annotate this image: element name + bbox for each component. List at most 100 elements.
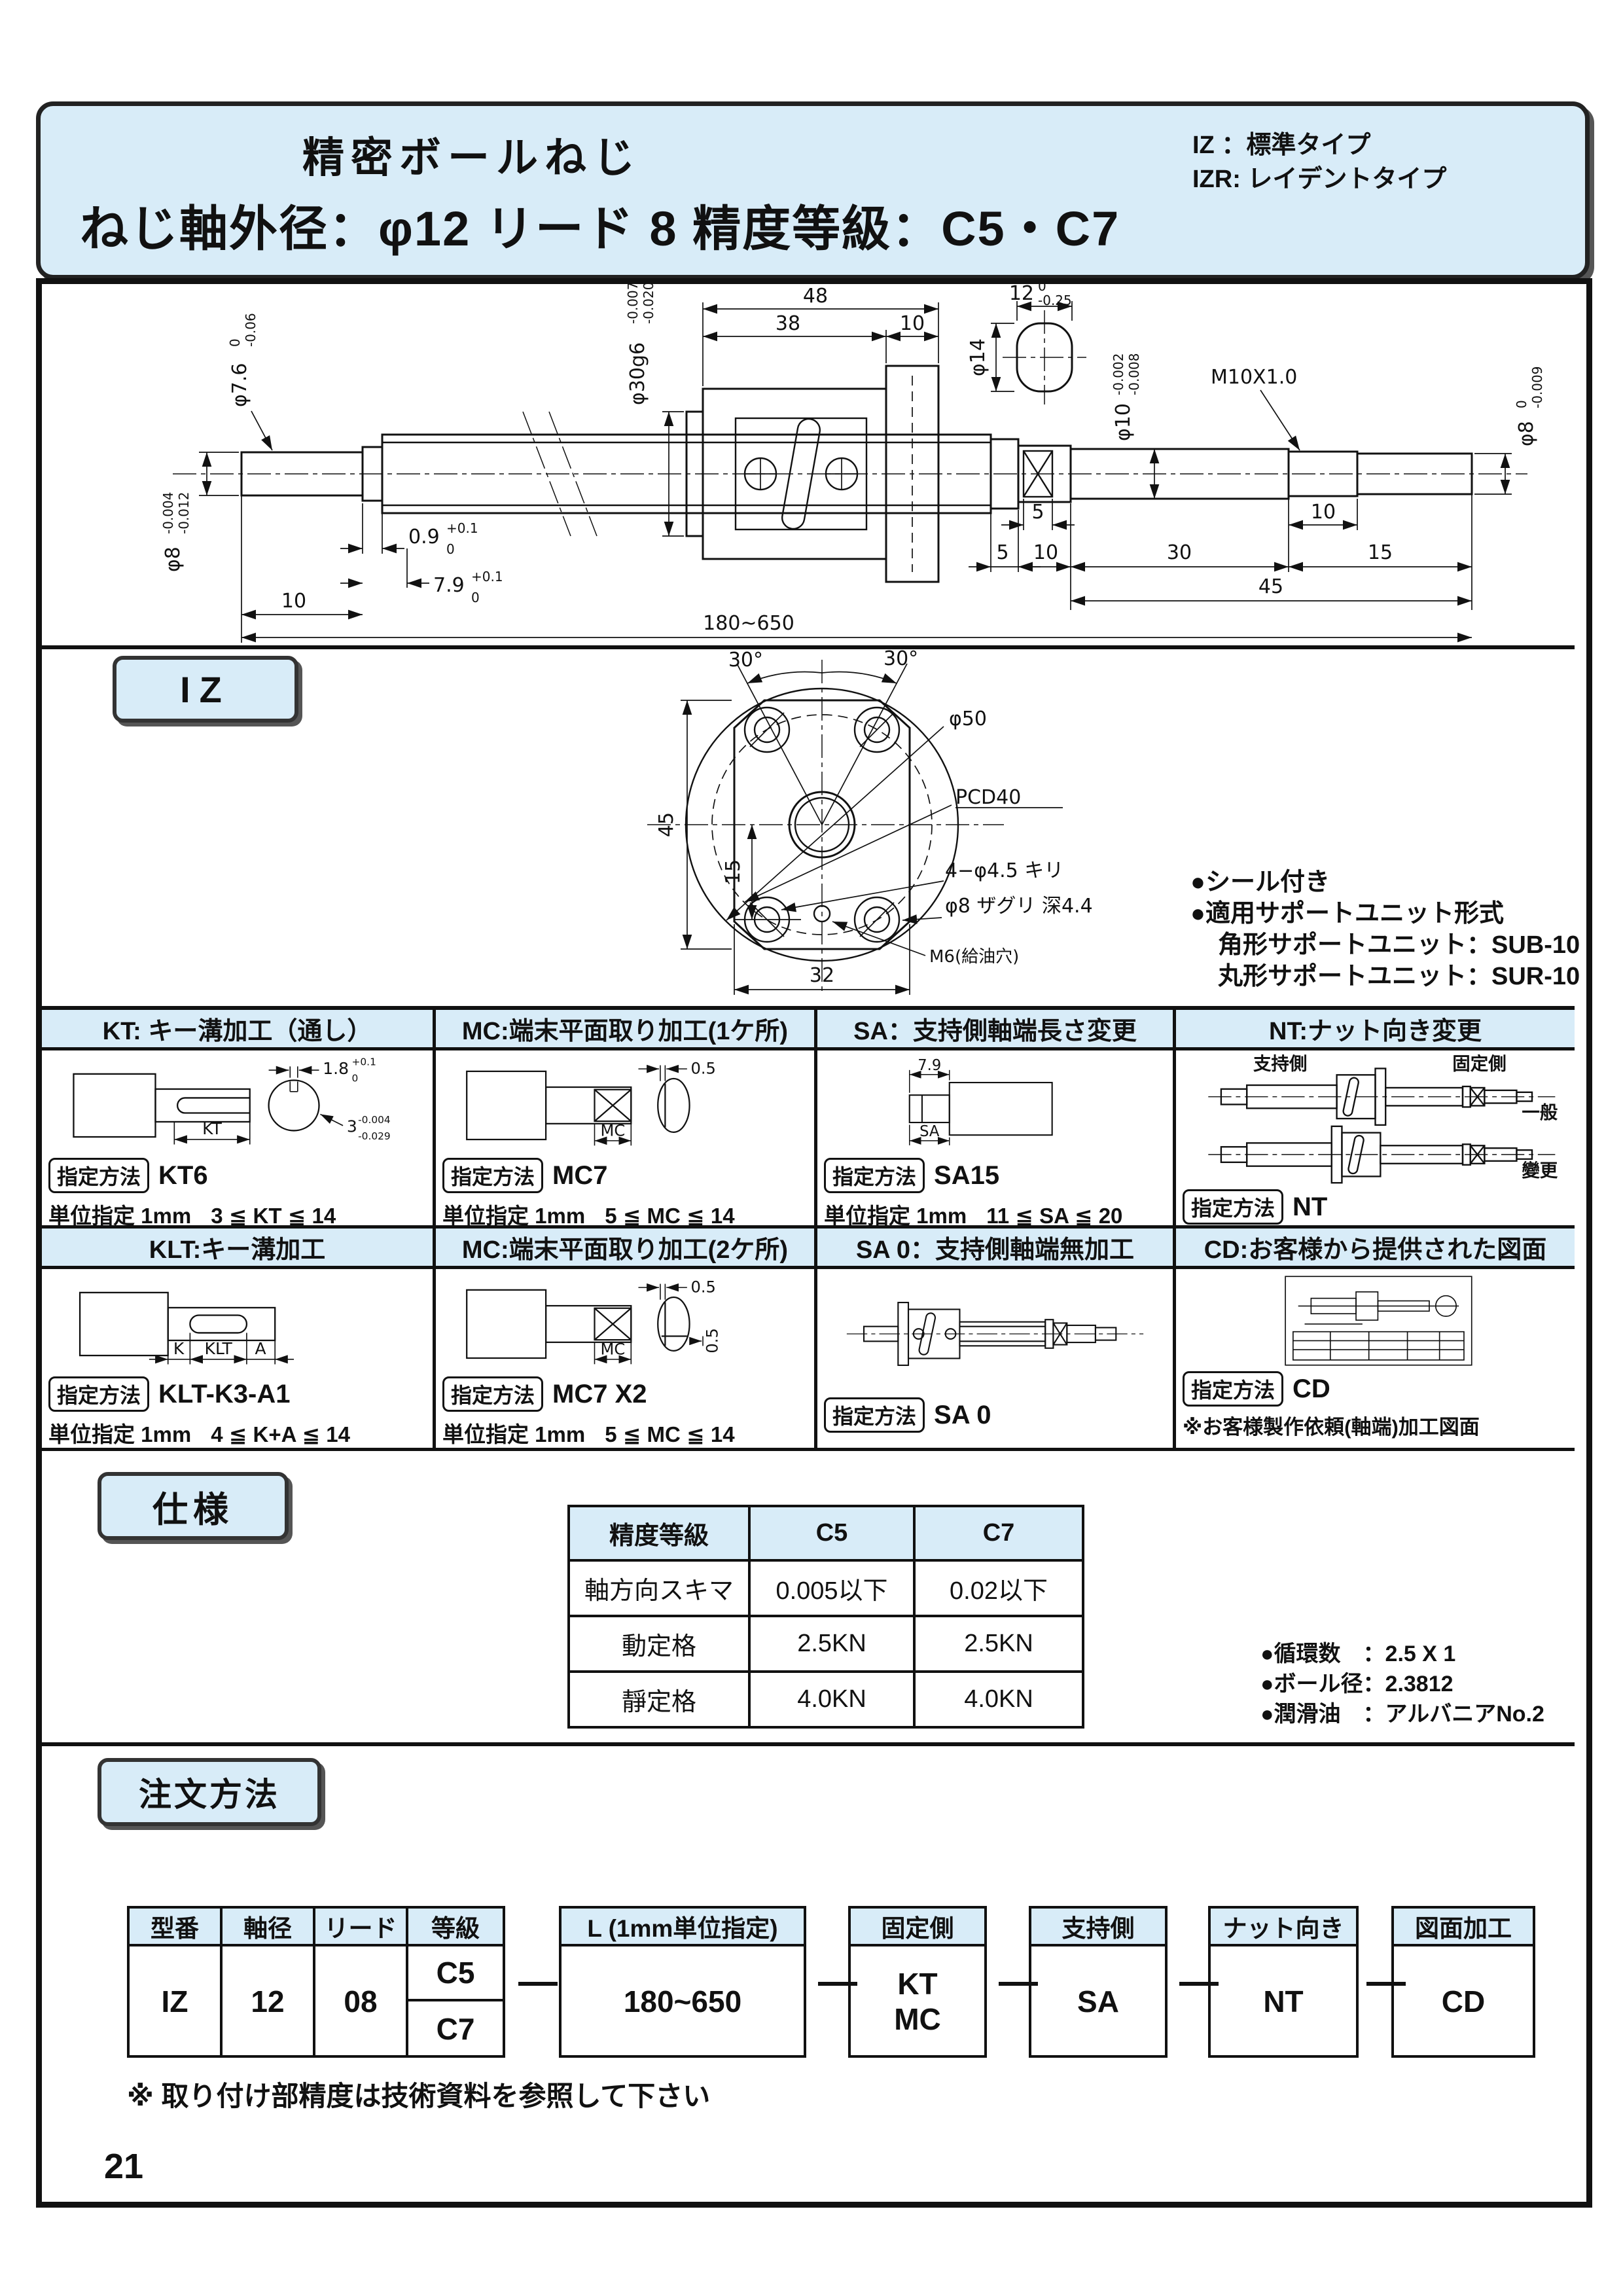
option-mc2-range: 5 ≦ MC ≦ 14 xyxy=(605,1422,735,1446)
order-group-fixed: 固定側 KT MC xyxy=(848,1906,987,2058)
option-sa-title: SA：支持側軸端長さ変更 xyxy=(817,1010,1173,1050)
svg-text:0: 0 xyxy=(227,338,243,347)
option-cell-nt: NT:ナット向き変更 支持側 固定側 一般 xyxy=(1176,1006,1575,1229)
option-sa-range: 11 ≦ SA ≦ 20 xyxy=(986,1204,1123,1228)
order-separator: — xyxy=(1366,1959,1406,2003)
svg-text:SA: SA xyxy=(919,1123,940,1140)
order-separator: — xyxy=(1179,1959,1219,2003)
spec-row-label: 靜定格 xyxy=(567,1670,751,1729)
ballscrew-side-drawing: 12 0 -0.25 φ14 φ7.6 0 -0.06 φ8 -0.004 -0… xyxy=(160,284,1545,643)
dim-phi30g6: φ30g6 xyxy=(626,342,649,405)
option-sa0-spec: SA 0 xyxy=(934,1400,991,1429)
page-number: 21 xyxy=(104,2147,144,2186)
order-v-kt: KT xyxy=(897,1967,938,2001)
label-holes-1: 4−φ4.5 キリ xyxy=(945,859,1063,882)
dim-79: 7.9 xyxy=(433,574,465,597)
option-klt-title: KLT:キー溝加工 xyxy=(42,1229,433,1269)
order-h-nut: ナット向き xyxy=(1211,1909,1356,1946)
dim-38: 38 xyxy=(776,312,800,335)
label-koteiside: 固定側 xyxy=(1452,1053,1506,1074)
option-nt-drawing: 支持側 固定側 一般 xyxy=(1208,1053,1558,1184)
svg-text:-0.25: -0.25 xyxy=(1038,293,1072,308)
option-cd-drawing xyxy=(1285,1276,1472,1366)
svg-text:-0.012: -0.012 xyxy=(176,492,192,534)
label-m10: M10X1.0 xyxy=(1211,366,1297,389)
svg-text:0: 0 xyxy=(471,590,480,605)
option-cell-cd: CD:お客様から提供された図面 xyxy=(1176,1229,1575,1451)
order-v-mc: MC xyxy=(894,2002,941,2036)
svg-text:-0.007: -0.007 xyxy=(625,284,641,324)
svg-text:-0.008: -0.008 xyxy=(1126,353,1142,395)
svg-text:MC: MC xyxy=(601,1121,626,1139)
svg-text:-0.06: -0.06 xyxy=(243,313,259,347)
label-ippan: 一般 xyxy=(1522,1102,1558,1123)
svg-text:3: 3 xyxy=(347,1117,357,1136)
dim-seg30: 30 xyxy=(1167,541,1192,564)
spec-badge: 仕様 xyxy=(98,1472,289,1540)
option-mc1-spec: MC7 xyxy=(552,1160,608,1190)
bullet-ball-dia: ●ボール径：2.3812 xyxy=(1260,1672,1454,1696)
order-v-cd: CD xyxy=(1441,1984,1486,2018)
option-mc2-title: MC:端末平面取り加工(2ケ所) xyxy=(436,1229,814,1269)
option-mc2-spec: MC7 X2 xyxy=(552,1379,647,1408)
dim-30deg-left: 30° xyxy=(728,649,763,672)
order-v-sa: SA xyxy=(1077,1984,1119,2018)
dim-32: 32 xyxy=(810,964,834,987)
dim-seg15: 15 xyxy=(1368,541,1393,564)
option-mc2-drawing: 0.5 0.5 MC xyxy=(466,1278,721,1365)
type-note-iz: IZ ：標準タイプ xyxy=(1192,132,1371,159)
option-mc1-drawing: 0.5 MC xyxy=(466,1060,716,1146)
svg-text:-0.004: -0.004 xyxy=(160,492,176,534)
spec-col-c5: C5 xyxy=(748,1505,916,1562)
dim-10-left: 10 xyxy=(281,590,306,613)
svg-text:+0.1: +0.1 xyxy=(352,1056,376,1067)
option-nt-title: NT:ナット向き変更 xyxy=(1176,1010,1575,1050)
order-h-model: 型番 xyxy=(130,1909,220,1946)
order-note: ※ 取り付け部精度は技術資料を参照して下さい xyxy=(127,2081,711,2111)
order-h-lead: リード xyxy=(315,1909,406,1946)
svg-text:7.9: 7.9 xyxy=(918,1057,941,1074)
order-h-dia: 軸径 xyxy=(223,1909,313,1946)
order-v-model: IZ xyxy=(161,1984,188,2018)
option-cell-kt: KT: キー溝加工（通し） 1.8 +0.1 0 3 xyxy=(42,1006,436,1229)
dim-phi14: φ14 xyxy=(967,338,990,376)
note-sur10: 丸形サポートユニット：SUR-10 xyxy=(1218,963,1580,990)
option-kt-title: KT: キー溝加工（通し） xyxy=(42,1010,433,1050)
svg-text:-0.029: -0.029 xyxy=(358,1130,391,1142)
svg-text:-0.020: -0.020 xyxy=(641,284,656,324)
option-kt-drawing: 1.8 +0.1 0 3 -0.004 -0.029 KT xyxy=(73,1056,391,1145)
order-group-length: L (1mm単位指定) 180~650 xyxy=(559,1906,806,2058)
dim-12: 12 xyxy=(1009,284,1034,305)
option-cell-klt: KLT:キー溝加工 K KLT A xyxy=(42,1229,436,1451)
svg-text:-0.004: -0.004 xyxy=(358,1114,391,1126)
divider-2 xyxy=(42,1742,1575,1746)
iz-badge: IZ xyxy=(113,656,298,723)
spec-col-grade: 精度等級 xyxy=(567,1505,751,1562)
dim-phi8-right: φ8 xyxy=(1515,421,1538,446)
dim-phi8-left: φ8 xyxy=(162,547,185,572)
dim-48: 48 xyxy=(803,285,828,308)
dim-30deg-right: 30° xyxy=(883,649,918,670)
label-shijiside: 支持側 xyxy=(1253,1053,1307,1074)
svg-text:1.8: 1.8 xyxy=(323,1059,349,1078)
svg-text:MC: MC xyxy=(601,1340,626,1358)
svg-text:0.5: 0.5 xyxy=(690,1278,715,1297)
option-cell-mc2: MC:端末平面取り加工(2ケ所) 0.5 0.5 xyxy=(436,1229,817,1451)
order-h-length: L (1mm単位指定) xyxy=(562,1909,804,1946)
dim-range: 180~650 xyxy=(703,612,794,635)
svg-text:0: 0 xyxy=(352,1072,359,1084)
type-note-izr: IZR: レイデントタイプ xyxy=(1192,166,1447,193)
option-kt-range: 3 ≦ KT ≦ 14 xyxy=(211,1204,336,1228)
svg-text:A: A xyxy=(255,1339,266,1358)
dim-seg5: 5 xyxy=(996,541,1008,564)
svg-text:KT: KT xyxy=(202,1119,222,1138)
svg-text:-0.002: -0.002 xyxy=(1111,353,1126,395)
order-v-c7: C7 xyxy=(436,2012,475,2046)
spec-col-c7: C7 xyxy=(913,1505,1084,1562)
option-mc1-title: MC:端末平面取り加工(1ケ所) xyxy=(436,1010,814,1050)
order-v-dia: 12 xyxy=(251,1984,285,2018)
dim-seg45: 45 xyxy=(1258,575,1283,598)
divider-1 xyxy=(42,645,1575,649)
option-klt-spec: KLT-K3-A1 xyxy=(158,1379,291,1408)
